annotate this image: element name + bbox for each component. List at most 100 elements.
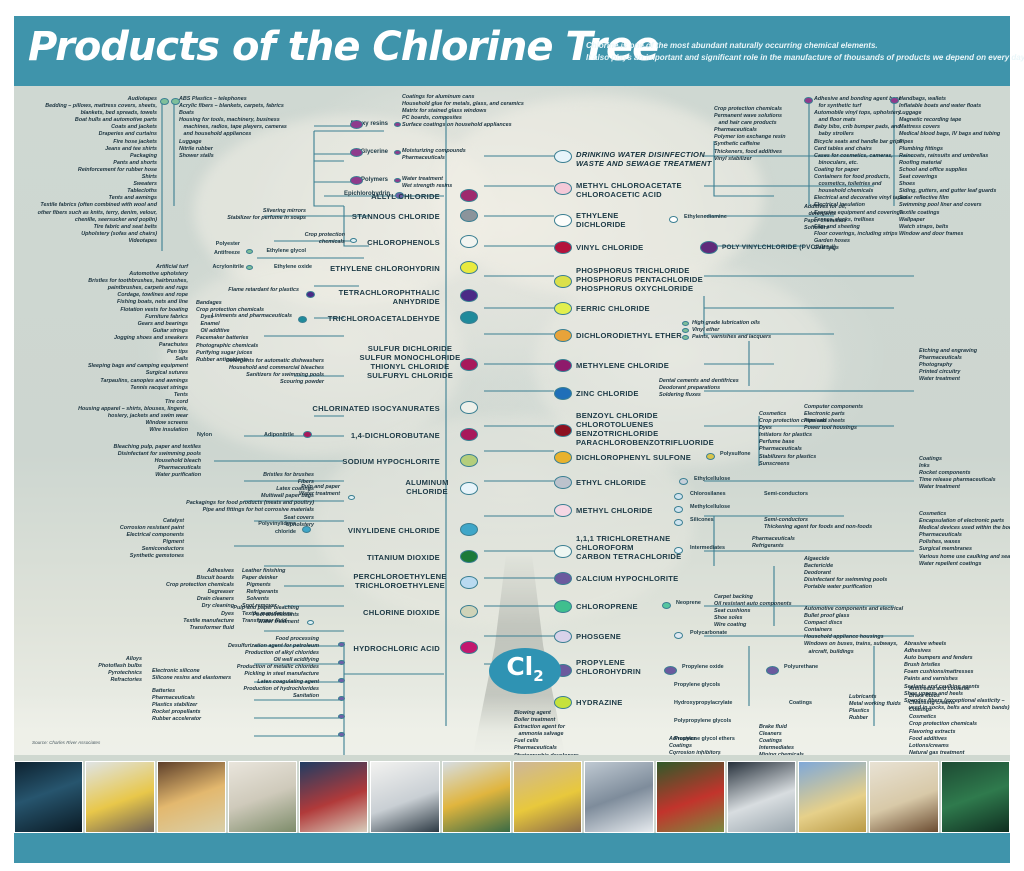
node-dot (338, 714, 345, 719)
product-list-brake-fluid: Brake fluid Cleaners Coatings Intermedia… (759, 724, 804, 755)
label-dichlorodiethyl-ether: DICHLORODIETHYL ETHER (576, 331, 682, 340)
label-propylene-oxide: Propylene oxide (682, 664, 724, 670)
product-list-zinc: Dental cements and dentifrices Deodorant… (659, 378, 739, 399)
label-hydroxypropylacrylate: Hydroxypropylacrylate (674, 700, 733, 706)
label-polyurethane-2: Polyurethane (784, 664, 819, 670)
product-list-drinking-water: Crop protection chemicals Permanent wave… (714, 106, 786, 162)
product-list-bleaching: Bleaching pulp, paper and textiles Disin… (113, 444, 201, 479)
label-vinylidene-chloride: VINYLIDENE CHLORIDE (347, 526, 440, 535)
node-dot (160, 98, 169, 105)
canopy-blob (534, 266, 834, 466)
node-dot (460, 261, 478, 274)
label-benzoyl-group: BENZOYL CHLORIDE CHLOROTOLUENES BENZOTRI… (576, 411, 714, 447)
node-dot (554, 696, 572, 709)
product-list-bandages: Bandages Crop protection chemicals Dyes … (196, 300, 264, 363)
node-dot (460, 235, 478, 248)
label-chlorinated-isocyanurates: CHLORINATED ISOCYANURATES (312, 404, 440, 413)
product-list-methyl-right: Semi-conductors Thickening agent for foo… (764, 517, 873, 531)
label-methylene-chloride: METHYLENE CHLORIDE (576, 361, 670, 370)
node-dot (307, 620, 314, 625)
node-dot (554, 302, 572, 315)
chlorine-symbol: Cl2 (506, 651, 544, 685)
node-dot (338, 678, 345, 683)
label-semi-conductors: Semi-conductors (764, 491, 809, 497)
subtitle-line-1: Chlorine is one of the most abundant nat… (586, 41, 878, 50)
product-list-tetrachloro: Flame retardant for plastics (228, 287, 299, 293)
node-dot (674, 632, 683, 639)
photo-thumbnail (512, 761, 583, 833)
node-dot (460, 189, 478, 202)
node-dot (674, 547, 683, 554)
label-dichlorobutane: 1,4-DICHLOROBUTANE (350, 431, 440, 440)
photo-thumbnail (798, 761, 868, 833)
node-dot (890, 97, 899, 104)
node-dot (348, 495, 355, 500)
photo-thumbnail (726, 761, 797, 833)
product-list-lubrication: High grade lubrication oils Vinyl ether … (692, 320, 772, 341)
node-dot (350, 238, 357, 243)
label-chlorine-dioxide: CHLORINE DIOXIDE (363, 608, 440, 617)
label-polyester: Polyester (215, 241, 240, 247)
label-ethylenediamine: Ethylenediamine (684, 214, 727, 220)
label-antifreeze: Antifreeze (213, 250, 240, 256)
label-ethylcellulose: Ethylcellulose (694, 476, 731, 482)
chlorine-badge: Cl2 (489, 648, 561, 694)
label-intermediates: Intermediates (690, 545, 726, 551)
label-tetrachlorophthalic: TETRACHLOROPHTHALIC ANHYDRIDE (338, 288, 440, 306)
node-dot (302, 526, 311, 533)
photo-thumbnail (227, 761, 298, 833)
node-dot (460, 454, 478, 467)
node-dot (554, 504, 572, 517)
node-dot (554, 150, 572, 163)
label-stannous-chloride: STANNOUS CHLORIDE (351, 212, 440, 221)
node-dot (306, 291, 315, 298)
node-dot (460, 311, 478, 324)
node-dot (679, 478, 688, 485)
node-dot (246, 249, 253, 254)
node-dot (460, 482, 478, 495)
label-acrylonitrile: Acrylonitrile (212, 264, 244, 270)
label-methyl-chloride: METHYL CHLORIDE (576, 506, 653, 515)
label-propylene-chlorohydrin: PROPYLENE CHLOROHYDRIN (576, 658, 642, 676)
label-propylene-glycol-ethers: Propylene glycol ethers (674, 736, 735, 742)
node-dot (303, 431, 312, 438)
product-list-dichlorophenyl: Computer components Electronic parts Pip… (804, 404, 863, 432)
label-polymers: Polymers (360, 177, 388, 183)
photo-thumbnail (869, 761, 939, 833)
node-dot (674, 493, 683, 500)
node-dot (554, 545, 572, 558)
label-zinc-chloride: ZINC CHLORIDE (576, 389, 639, 398)
photo-thumbnail (655, 761, 725, 833)
label-allyl-chloride: ALLYL CHLORIDE (371, 192, 440, 201)
product-list-catalyst: Catalyst Corrosion resistant paint Elect… (119, 518, 184, 560)
node-dot (554, 214, 572, 227)
product-list-batteries: Batteries Pharmaceuticals Plastics stabi… (152, 688, 202, 723)
label-perchloroethylene: PERCHLOROETHYLENE TRICHLOROETHYLENE (353, 572, 447, 590)
label-ferric-chloride: FERRIC CHLORIDE (576, 304, 650, 313)
node-dot (460, 523, 478, 536)
label-silicones: Silicones (690, 517, 714, 523)
label-ethylene-oxide: Ethylene oxide (273, 264, 312, 270)
photo-thumbnail (156, 761, 226, 833)
node-dot (662, 602, 671, 609)
label-chlorophenols: CHLOROPHENOLS (367, 238, 440, 247)
node-dot (460, 550, 478, 563)
node-dot (554, 572, 572, 585)
canopy-blob (434, 96, 764, 296)
source-credit: Source: Charles River Associates (32, 740, 101, 745)
node-dot (350, 120, 363, 129)
label-ethylene-chlorohydrin: ETHYLENE CHLOROHYDRIN (330, 264, 440, 273)
product-list-antifreeze: Antifreeze and coolants Brake fluids Cle… (909, 686, 977, 755)
label-poly-vinyl-chloride: POLY VINYLCHLORIDE (PVC/Vinyl) (722, 244, 837, 251)
node-dot (394, 150, 401, 155)
node-dot (554, 600, 572, 613)
node-dot (350, 176, 363, 185)
product-list-hcl: Food processing Desulfurization agent fo… (227, 636, 319, 699)
node-dot (554, 630, 572, 643)
frame-top (0, 0, 1024, 16)
label-polycarbonate: Polycarbonate (690, 630, 728, 636)
label-sodium-hypochlorite: SODIUM HYPOCHLORITE (342, 457, 440, 466)
label-titanium-dioxide: TITANIUM DIOXIDE (366, 553, 440, 562)
product-list-abs: ABS Plastics – telephones Acrylic fibers… (179, 96, 287, 159)
subtitle-line-2: It also plays an important and significa… (586, 53, 1024, 62)
